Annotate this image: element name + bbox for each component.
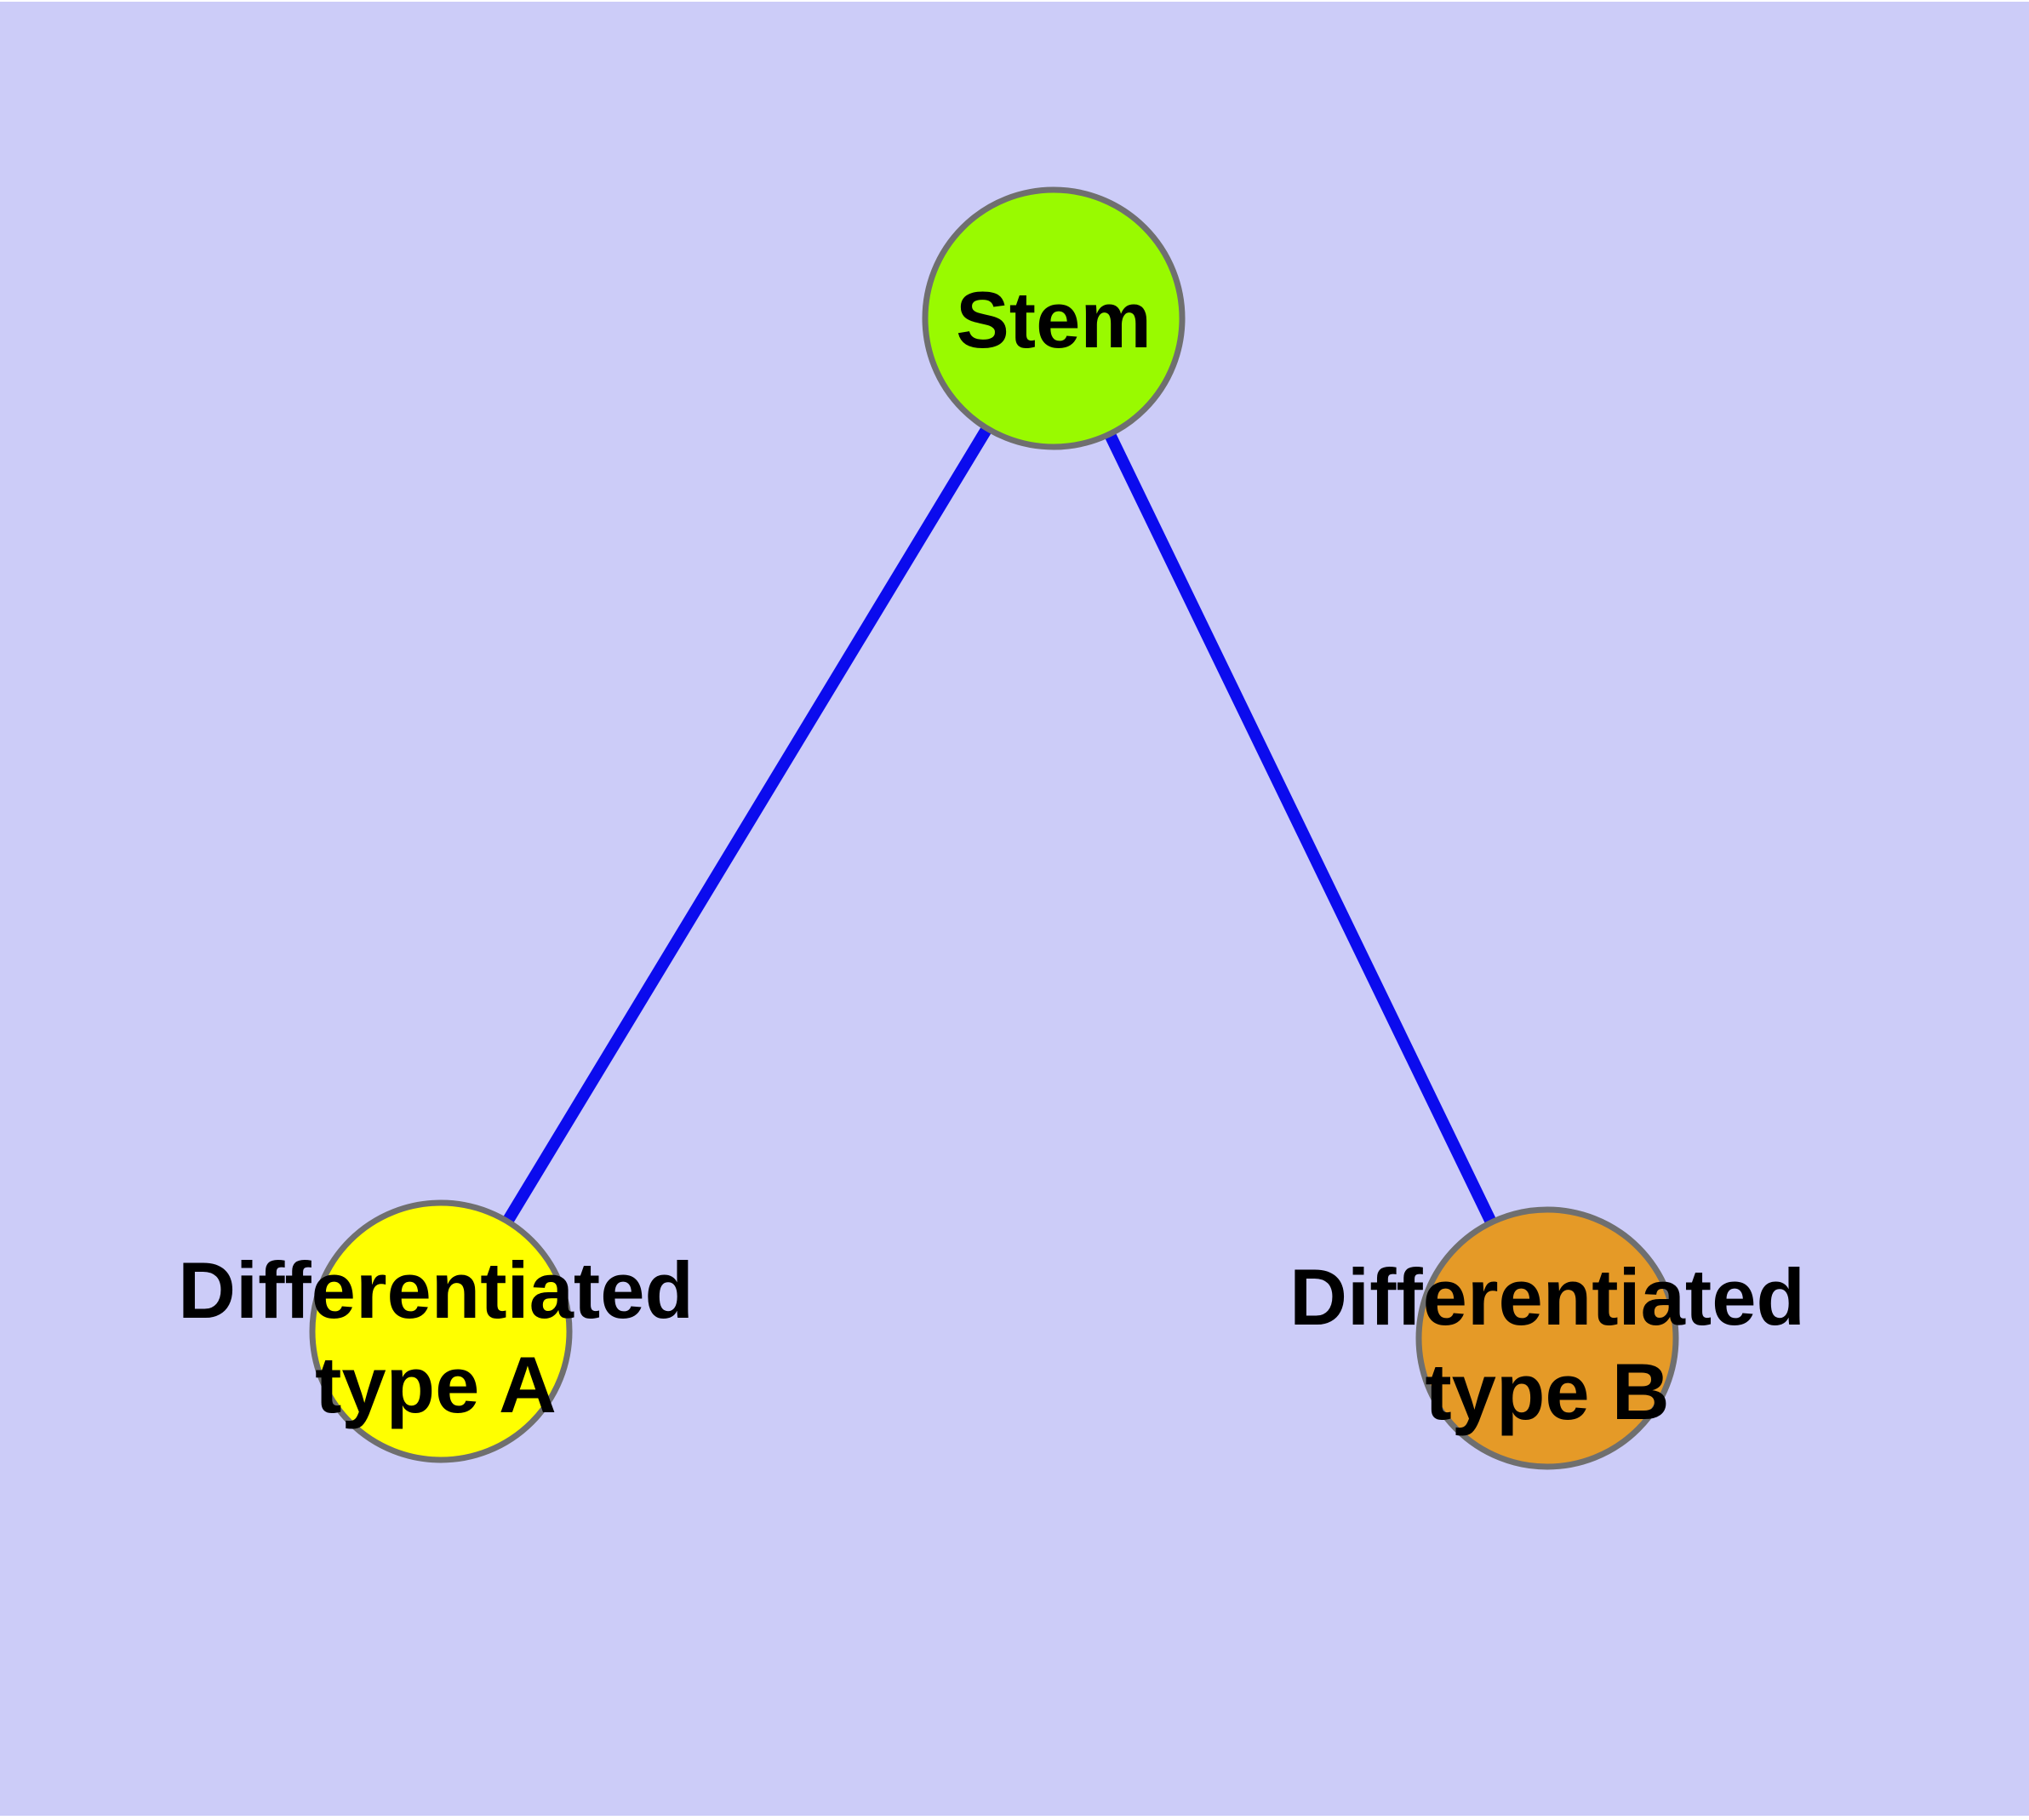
node-differentiated-type-b — [1415, 1206, 1679, 1470]
node-differentiated-type-b-label-line-1: Differentiated — [1289, 1252, 1805, 1342]
node-differentiated-type-a — [309, 1199, 573, 1463]
node-stem — [922, 186, 1186, 450]
edge-stem-to-type-b — [1048, 315, 1553, 1342]
node-stem-label: Stem — [956, 275, 1152, 364]
node-differentiated-type-b-label-line-2: type B — [1425, 1347, 1669, 1436]
node-differentiated-type-a-label-line-2: type A — [315, 1340, 557, 1429]
node-differentiated-type-a-label-line-1: Differentiated — [178, 1245, 694, 1335]
edge-stem-to-type-a — [436, 315, 1059, 1335]
